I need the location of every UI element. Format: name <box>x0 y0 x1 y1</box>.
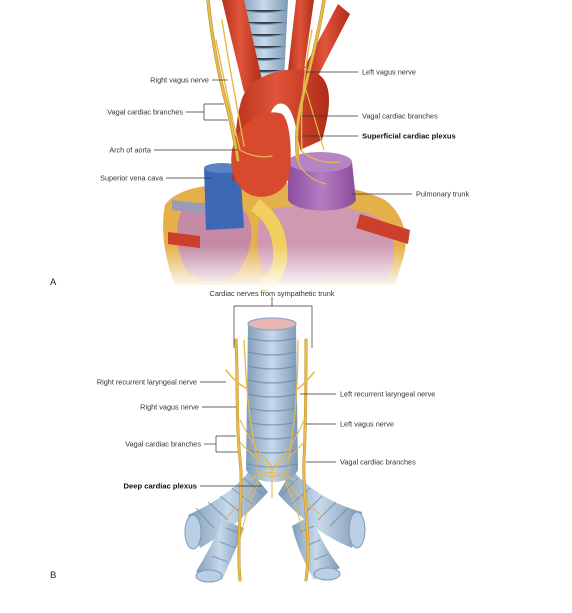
right-main-bronchus <box>188 470 268 548</box>
label-pulmonary-trunk: Pulmonary trunk <box>416 190 469 199</box>
trachea-b <box>246 324 298 482</box>
right-pulmonary-vein <box>172 200 206 214</box>
superior-vena-cava <box>204 166 244 230</box>
label-superficial-cardiac-plexus: Superficial cardiac plexus <box>362 132 456 141</box>
panel-b-leaders <box>200 297 336 487</box>
label-right-recurrent-laryngeal-nerve: Right recurrent laryngeal nerve <box>97 378 197 387</box>
panel-letter-b: B <box>50 570 56 581</box>
ascending-aorta <box>231 112 291 197</box>
label-cardiac-nerves-sympathetic: Cardiac nerves from sympathetic trunk <box>210 289 335 298</box>
panel-a-leaders <box>154 71 412 195</box>
label-deep-cardiac-plexus: Deep cardiac plexus <box>124 482 197 491</box>
label-vagal-cardiac-branches-b-right: Vagal cardiac branches <box>340 458 416 467</box>
left-pulmonary-artery <box>356 214 410 244</box>
left-lower-bronchus <box>292 515 340 580</box>
panel-b-labels: Cardiac nerves from sympathetic trunk Ri… <box>50 289 435 581</box>
right-pulmonary-artery <box>168 232 200 248</box>
left-common-carotid <box>288 0 314 70</box>
left-subclavian <box>304 4 350 76</box>
label-left-vagus-nerve-a: Left vagus nerve <box>362 68 416 77</box>
label-left-vagus-nerve-b: Left vagus nerve <box>340 420 394 429</box>
panel-a-illustration <box>160 0 410 292</box>
left-main-bronchus <box>278 470 362 548</box>
label-arch-of-aorta: Arch of aorta <box>109 146 152 155</box>
label-vagal-cardiac-branches-a-left: Vagal cardiac branches <box>107 108 183 117</box>
label-right-vagus-nerve-b: Right vagus nerve <box>140 403 199 412</box>
label-vagal-cardiac-branches-a-right: Vagal cardiac branches <box>362 112 438 121</box>
label-vagal-cardiac-branches-b-left: Vagal cardiac branches <box>125 440 201 449</box>
label-superior-vena-cava: Superior vena cava <box>100 174 164 183</box>
trachea-opening <box>247 317 297 331</box>
panel-a-labels: Right vagus nerve Vagal cardiac branches… <box>50 68 469 289</box>
nerves-panel-a <box>206 0 341 185</box>
label-left-recurrent-laryngeal-nerve: Left recurrent laryngeal nerve <box>340 390 435 399</box>
nerves-panel-b <box>223 338 323 582</box>
panel-b-illustration <box>184 317 366 583</box>
brachiocephalic-trunk <box>222 0 262 92</box>
panel-letter-a: A <box>50 277 57 288</box>
label-right-vagus-nerve-a: Right vagus nerve <box>150 76 209 85</box>
right-lower-bronchus <box>196 520 244 580</box>
